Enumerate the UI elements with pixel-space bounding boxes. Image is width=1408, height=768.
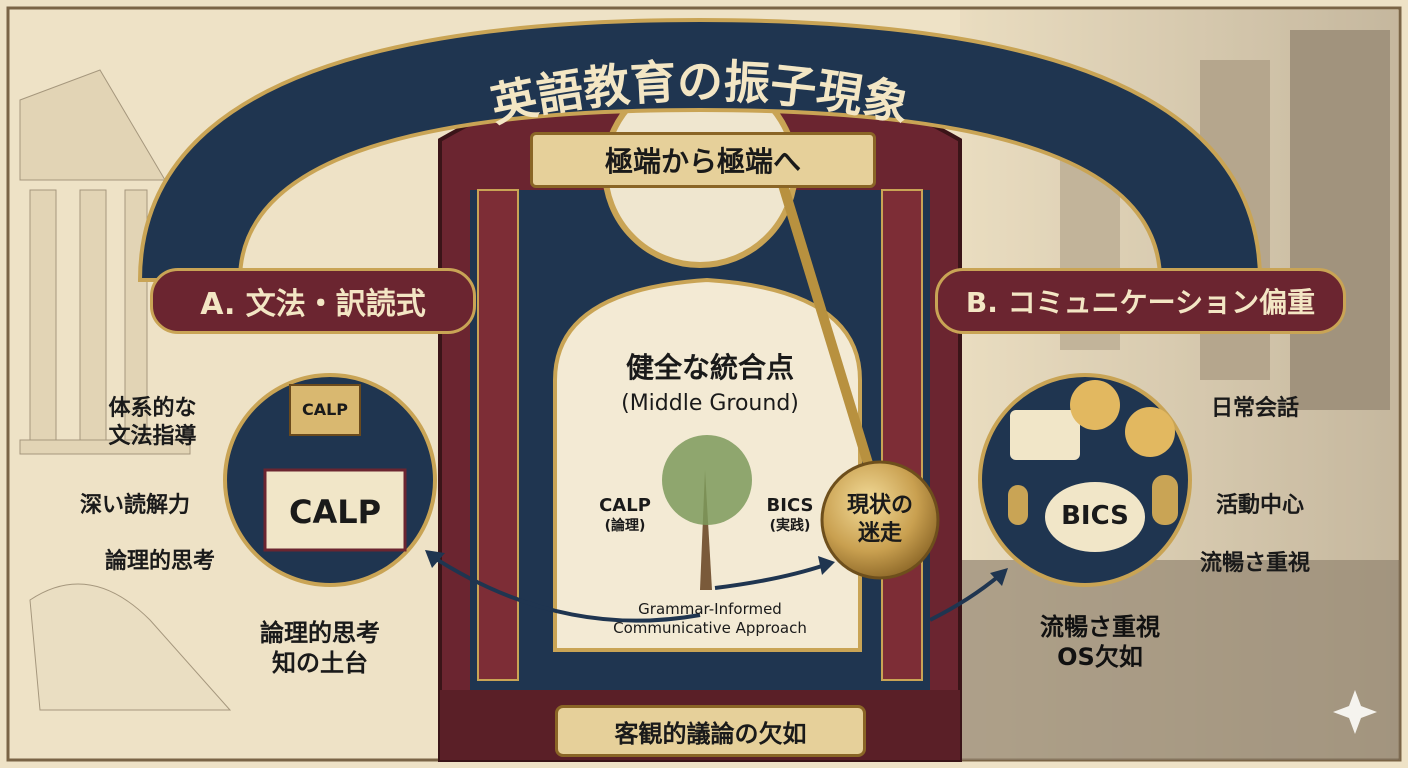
chat-bubble-icon xyxy=(1010,410,1080,460)
bottom-banner: 客観的議論の欠如 xyxy=(555,705,866,757)
left-point: 論理的思考 xyxy=(104,549,215,574)
arrow-to-left xyxy=(428,553,701,623)
smiley-icon xyxy=(1070,380,1120,430)
speech-bubble-icon xyxy=(1045,482,1145,552)
calp-main-label: CALP xyxy=(288,493,382,531)
middle-ground-heading: 健全な統合点 xyxy=(625,351,794,384)
calp-small-label: CALP xyxy=(301,400,349,419)
microphone-icon xyxy=(1152,475,1178,525)
right-category-banner: B. コミュニケーション偏重 xyxy=(935,268,1346,334)
subtitle-banner: 極端から極端へ xyxy=(530,132,876,188)
right-point: 流暢さ重視 xyxy=(1199,551,1310,576)
bics-main-label: BICS xyxy=(1061,501,1129,531)
arrow-to-pendulum xyxy=(714,563,826,590)
small-book-icon xyxy=(289,384,361,436)
pendulum-label: 現状の迷走 xyxy=(846,493,913,546)
classical-building-illustration xyxy=(19,69,232,711)
title-arch-banner xyxy=(137,17,1263,282)
arrow-to-right xyxy=(929,573,1002,622)
smiley-icon xyxy=(1125,407,1175,457)
left-point: 体系的な文法指導 xyxy=(108,396,197,449)
right-point: 日常会話 xyxy=(1210,396,1299,421)
right-point: 活動中心 xyxy=(1215,493,1304,518)
pendulum-rod xyxy=(775,173,875,472)
tree-icon xyxy=(662,435,752,590)
open-book-icon xyxy=(263,468,407,552)
left-point: 深い読解力 xyxy=(79,493,190,518)
microphone-icon xyxy=(1008,485,1028,525)
pendulum-bob xyxy=(820,460,940,580)
left-category-banner: A. 文法・訳読式 xyxy=(150,268,476,334)
bics-tree-label: BICS(実践) xyxy=(766,495,814,534)
middle-ground-subheading: (Middle Ground) xyxy=(621,391,799,416)
sparkle-icon xyxy=(1333,690,1377,734)
left-caption: 論理的思考知の土台 xyxy=(260,619,380,677)
calp-tree-label: CALP(論理) xyxy=(599,495,651,534)
